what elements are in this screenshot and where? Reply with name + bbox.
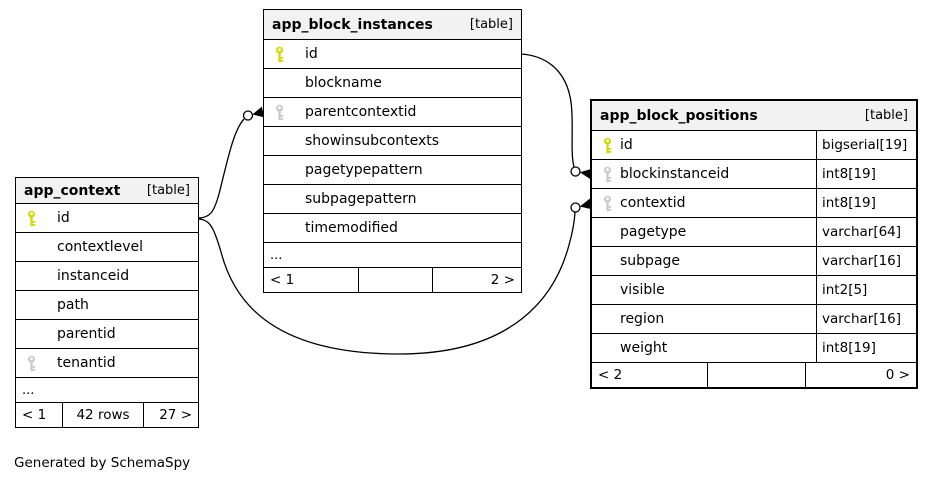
primary-key-icon <box>26 210 39 227</box>
column-name: id <box>305 46 318 62</box>
column-type: int2[5] <box>816 276 916 304</box>
ellipsis-label: ... <box>270 247 283 263</box>
children-count: 0 > <box>885 367 910 383</box>
column-name: pagetype <box>620 224 687 240</box>
column-name: contextid <box>620 195 686 211</box>
table-app-context[interactable]: app_context [table] id contextlevel instan… <box>15 177 199 428</box>
column-name: subpage <box>620 253 681 269</box>
primary-key-icon <box>602 137 615 154</box>
foreign-key-icon <box>26 355 39 372</box>
column-type: int8[19] <box>816 334 916 362</box>
relationship-line-parentcontextid <box>197 118 245 219</box>
foreign-key-icon <box>602 195 615 212</box>
column-name: parentid <box>57 326 116 342</box>
foreign-key-icon <box>602 166 615 183</box>
fk-arrowhead <box>579 198 593 210</box>
column-row-blockname: blockname <box>264 69 521 98</box>
column-name: tenantid <box>57 355 116 371</box>
table-app-block-instances[interactable]: app_block_instances [table] id blockname p… <box>263 9 522 293</box>
relationship-line-contextid <box>197 211 576 355</box>
column-name: region <box>620 311 665 327</box>
column-row-timemodified: timemodified <box>264 214 521 243</box>
column-row-visible: visible int2[5] <box>592 276 916 305</box>
table-header: app_block_positions [table] <box>592 101 916 131</box>
table-type-tag: [table] <box>146 183 190 198</box>
table-title: app_block_instances <box>272 16 433 33</box>
children-count: 27 > <box>159 407 192 423</box>
column-name: instanceid <box>57 268 130 284</box>
column-row-id: id <box>264 40 521 69</box>
column-type: varchar[64] <box>816 218 916 246</box>
column-type: bigserial[19] <box>816 131 916 159</box>
column-name: pagetypepattern <box>305 162 423 178</box>
generator-note: Generated by SchemaSpy <box>14 455 191 471</box>
column-type: int8[19] <box>816 189 916 217</box>
zero-or-one-circle <box>570 202 581 213</box>
table-footer: < 1 2 > <box>264 268 521 292</box>
more-columns-row: ... <box>16 378 198 403</box>
table-footer: < 1 42 rows 27 > <box>16 403 198 427</box>
parents-count: < 2 <box>598 367 623 383</box>
table-footer: < 2 0 > <box>592 363 916 387</box>
column-row-contextid: contextid int8[19] <box>592 189 916 218</box>
column-row-weight: weight int8[19] <box>592 334 916 363</box>
table-title: app_context <box>24 182 121 199</box>
table-title: app_block_positions <box>600 107 758 124</box>
column-name: timemodified <box>305 220 398 236</box>
parents-count: < 1 <box>270 272 295 288</box>
table-header: app_context [table] <box>16 178 198 204</box>
column-row-region: region varchar[16] <box>592 305 916 334</box>
column-row-instanceid: instanceid <box>16 262 198 291</box>
column-name: blockinstanceid <box>620 166 730 182</box>
column-row-pagetype: pagetype varchar[64] <box>592 218 916 247</box>
column-name: id <box>57 210 70 226</box>
column-row-contextlevel: contextlevel <box>16 233 198 262</box>
children-count: 2 > <box>490 272 515 288</box>
foreign-key-icon <box>274 104 287 121</box>
zero-or-one-circle <box>242 110 254 121</box>
column-name: id <box>620 137 633 153</box>
column-name: weight <box>620 340 668 356</box>
column-type: varchar[16] <box>816 247 916 275</box>
column-row-path: path <box>16 291 198 320</box>
primary-key-icon <box>274 46 287 63</box>
column-row-parentcontextid: parentcontextid <box>264 98 521 127</box>
column-name: blockname <box>305 75 382 91</box>
table-type-tag: [table] <box>864 108 908 123</box>
row-count <box>707 363 806 387</box>
zero-or-one-circle <box>570 166 581 177</box>
column-row-subpage: subpage varchar[16] <box>592 247 916 276</box>
column-name: path <box>57 297 89 313</box>
column-name: parentcontextid <box>305 104 417 120</box>
column-name: subpagepattern <box>305 191 417 207</box>
table-header: app_block_instances [table] <box>264 10 521 40</box>
column-row-showinsubcontexts: showinsubcontexts <box>264 127 521 156</box>
column-type: int8[19] <box>816 160 916 188</box>
parents-count: < 1 <box>22 407 47 423</box>
fk-arrowhead <box>252 106 265 118</box>
row-count <box>358 268 433 292</box>
column-name: showinsubcontexts <box>305 133 440 149</box>
column-row-tenantid: tenantid <box>16 349 198 378</box>
relationship-line-blockinstanceid <box>520 53 575 168</box>
column-row-subpagepattern: subpagepattern <box>264 185 521 214</box>
column-row-id: id <box>16 204 198 233</box>
column-type: varchar[16] <box>816 305 916 333</box>
column-name: contextlevel <box>57 239 144 255</box>
column-row-pagetypepattern: pagetypepattern <box>264 156 521 185</box>
column-row-id: id bigserial[19] <box>592 131 916 160</box>
fk-arrowhead <box>579 168 593 180</box>
table-app-block-positions[interactable]: app_block_positions [table] id bigserial[… <box>590 99 918 389</box>
row-count: 42 rows <box>62 403 144 427</box>
column-row-blockinstanceid: blockinstanceid int8[19] <box>592 160 916 189</box>
column-name: visible <box>620 282 665 298</box>
ellipsis-label: ... <box>22 382 35 398</box>
more-columns-row: ... <box>264 243 521 268</box>
table-type-tag: [table] <box>469 17 513 32</box>
column-row-parentid: parentid <box>16 320 198 349</box>
